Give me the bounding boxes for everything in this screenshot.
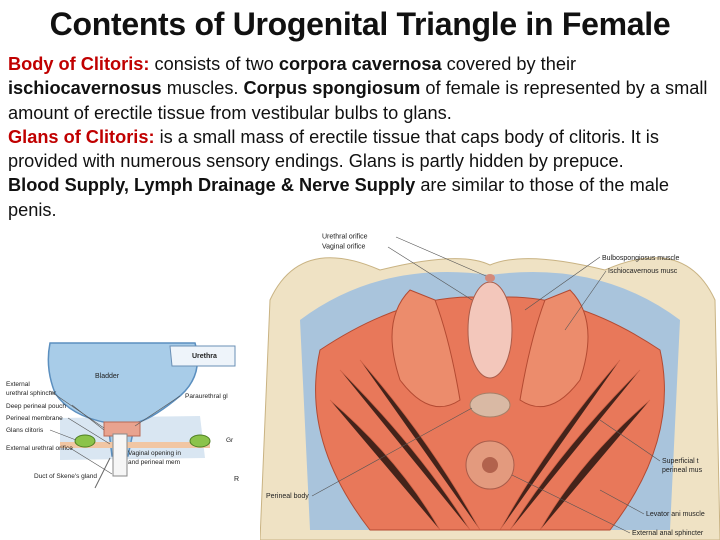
label-bulbospongiosus: Bulbospongiosus muscle	[602, 255, 680, 262]
label-perineal-body: Perineal body	[266, 493, 309, 500]
ischiocavernosus-left	[391, 289, 461, 408]
text-segment: is a small mass of erectile tissue that …	[8, 126, 659, 172]
label-glans-clitoris: Glans clitoris	[6, 427, 44, 434]
label-bladder: Bladder	[95, 373, 120, 380]
label-gr: Gr	[226, 437, 234, 444]
perineal-body-shape	[469, 392, 511, 418]
vaginal-orifice-shape	[467, 281, 513, 379]
label-vaginal-opening-2: and perineal mem	[128, 459, 180, 466]
label-ischiocavernosus: Ischiocavernous musc	[608, 268, 678, 275]
label-deep-perineal-pouch: Deep perineal pouch	[6, 403, 66, 410]
urethra-diagram: Bladder Urethra External urethral sphinc…	[6, 342, 239, 489]
label-superficial-transverse: Superficial t	[662, 458, 699, 465]
term-blood-supply: Blood Supply, Lymph Drainage & Nerve Sup…	[8, 175, 416, 196]
label-urethra: Urethra	[192, 353, 217, 360]
label-superficial-transverse-2: perineal mus	[662, 467, 703, 474]
skene-duct	[94, 457, 111, 489]
perineal-membrane-shape	[60, 442, 210, 448]
urethral-orifice-shape	[485, 274, 495, 282]
ischiocavernosus-right	[519, 289, 589, 408]
label-external-urethral-orifice: External urethral orifice	[6, 445, 73, 452]
text-segment: consists of two	[149, 54, 279, 74]
term-corpora-cavernosa: corpora cavernosa	[278, 54, 442, 74]
label-r: R	[234, 476, 239, 483]
gland-shape	[189, 434, 211, 448]
label-external-anal-sphincter: External anal sphincter	[632, 530, 704, 537]
bladder-shape	[47, 342, 199, 457]
urethra-tube	[112, 433, 128, 477]
term-ischiocavernosus: ischiocavernosus	[8, 78, 162, 99]
label-urethral-sphincter: urethral sphincter	[6, 390, 57, 397]
label-vaginal-orifice: Vaginal orifice	[322, 243, 366, 250]
text-segment: are similar to those of the male penis.	[8, 175, 669, 220]
term-corpus-spongiosum: Corpus spongiosum	[243, 78, 421, 99]
label-duct-skene: Duct of Skene's gland	[34, 473, 97, 480]
slide-title: Contents of Urogenital Triangle in Femal…	[49, 6, 671, 42]
label-levator-ani: Levator ani muscle	[646, 511, 705, 518]
label-paraurethral: Paraurethral gl	[185, 393, 228, 400]
text-segment: covered by their	[441, 54, 577, 74]
text-segment: muscles.	[161, 78, 244, 99]
label-external: External	[6, 381, 30, 388]
glans-shape	[74, 434, 96, 448]
slide-body: Body of Clitoris: consists of two corpor…	[8, 52, 716, 222]
term-glans-of-clitoris: Glans of Clitoris:	[8, 126, 155, 147]
urethra-shape	[169, 345, 236, 367]
label-urethral-orifice: Urethral orifice	[322, 233, 368, 240]
perineum-diagram: Urethral orifice Vaginal orifice Bulbosp…	[260, 233, 720, 540]
term-body-of-clitoris: Body of Clitoris:	[8, 54, 150, 74]
label-perineal-membrane: Perineal membrane	[6, 415, 63, 422]
anal-orifice	[482, 457, 498, 473]
text-segment: of female is represented by a small amou…	[8, 78, 708, 123]
label-vaginal-opening: Vaginal opening in	[128, 450, 181, 457]
